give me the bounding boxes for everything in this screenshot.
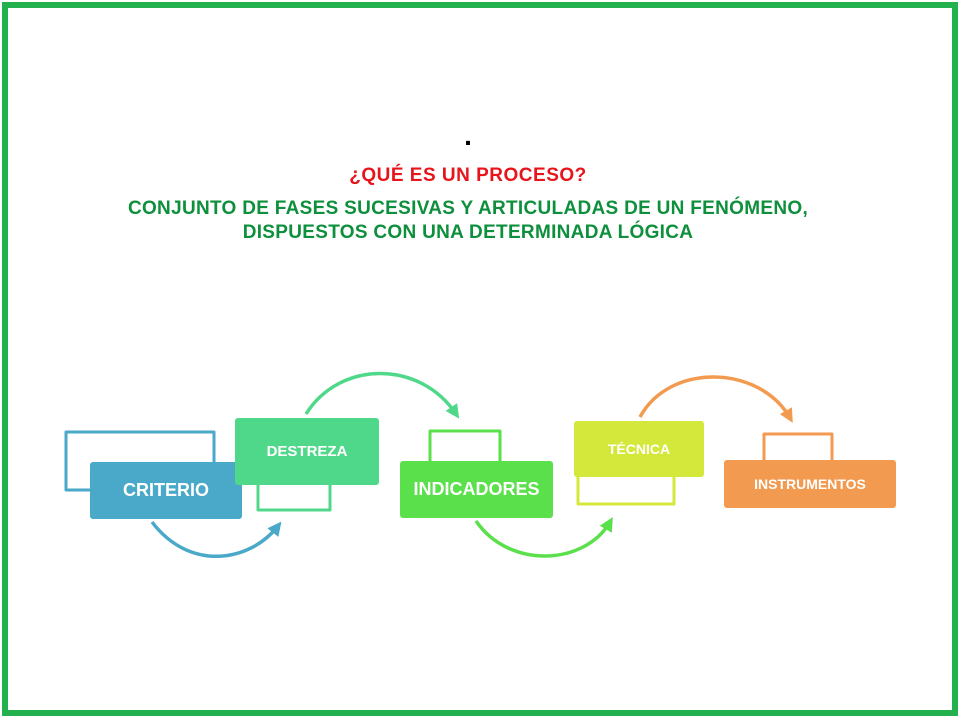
- step-criterio: CRITERIO: [90, 462, 242, 519]
- definition-line-2: DISPUESTOS CON UNA DETERMINADA LÓGICA: [242, 222, 694, 243]
- definition-line-1: CONJUNTO DE FASES SUCESIVAS Y ARTICULADA…: [127, 198, 809, 219]
- question-heading: ¿QUÉ ES UN PROCESO?: [349, 165, 587, 186]
- tecnica-bracket: [576, 477, 676, 506]
- arrow-tecnica-instrumentos: [638, 375, 793, 423]
- step-tecnica: TÉCNICA: [574, 421, 704, 477]
- step-destreza: DESTREZA: [235, 418, 379, 485]
- title-dot: .: [464, 120, 472, 151]
- step-indicadores: INDICADORES: [400, 461, 553, 518]
- arrow-destreza-indicadores: [304, 371, 460, 419]
- step-instrumentos: INSTRUMENTOS: [724, 460, 896, 508]
- instrumentos-bracket: [762, 432, 834, 460]
- definition-text: CONJUNTO DE FASES SUCESIVAS Y ARTICULADA…: [30, 197, 906, 245]
- destreza-bracket: [256, 485, 332, 512]
- arrow-indicadores-tecnica: [474, 517, 613, 558]
- arrow-criterio-destreza: [150, 520, 282, 558]
- criterio-bracket: [64, 430, 216, 492]
- indicadores-bracket: [428, 429, 502, 461]
